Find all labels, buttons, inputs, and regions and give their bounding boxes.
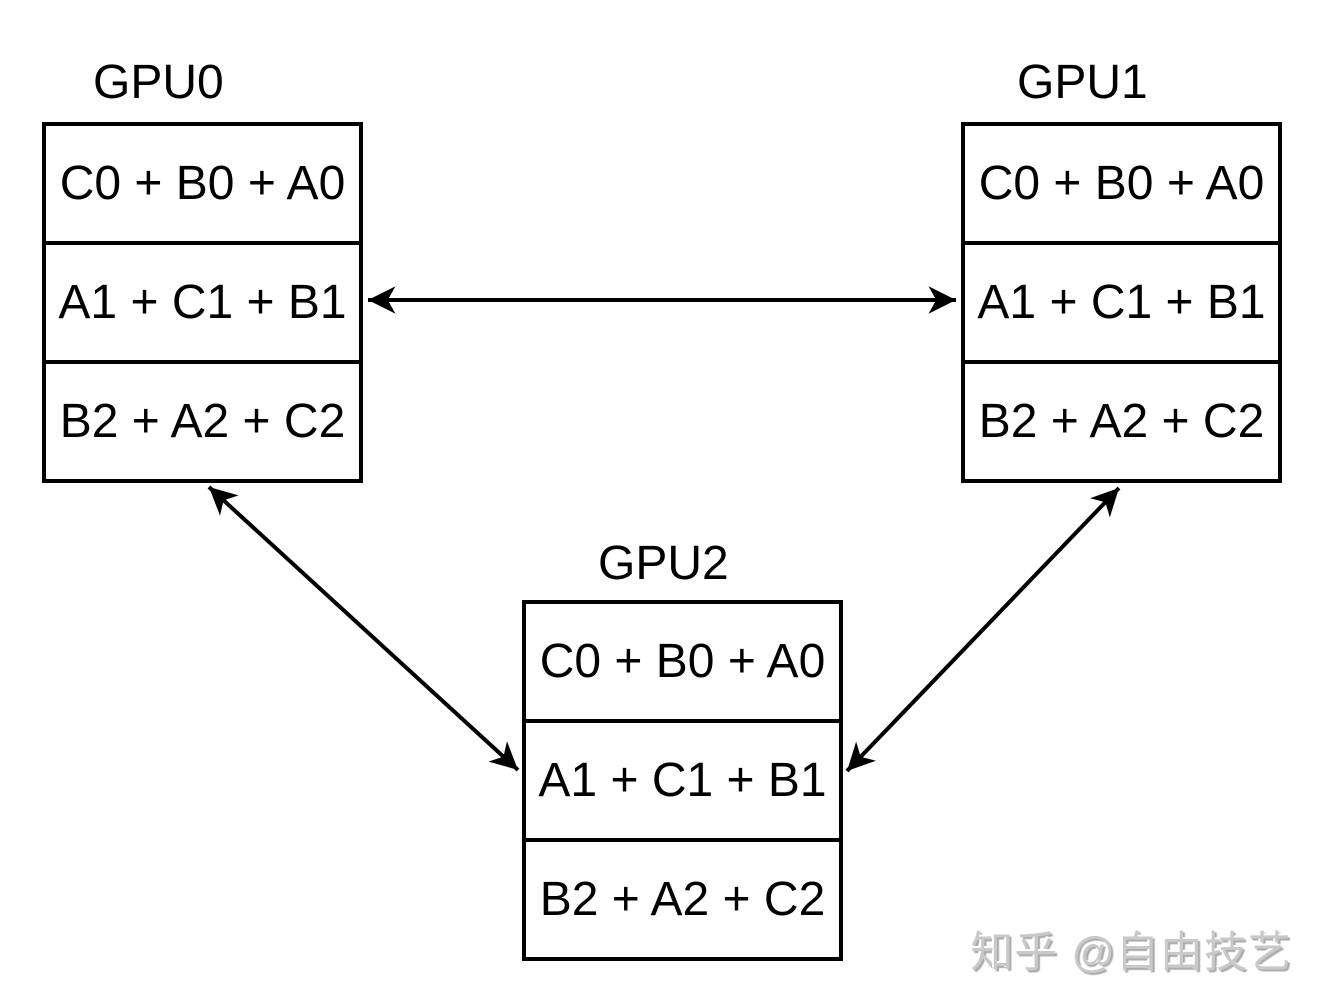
gpu1-title: GPU1 [1017,56,1148,109]
gpu1-row-0: C0 + B0 + A0 [978,157,1265,210]
gpu0-title: GPU0 [93,56,224,109]
gpu2-row-0: C0 + B0 + A0 [539,635,826,688]
gpu0-row-2: B2 + A2 + C2 [46,360,359,479]
gpu0-row-1: A1 + C1 + B1 [46,241,359,360]
gpu2-title: GPU2 [598,537,729,590]
watermark: 知乎 @自由技艺 [970,929,1292,977]
gpu1-row-2: B2 + A2 + C2 [965,360,1278,479]
gpu1-box: C0 + B0 + A0 A1 + C1 + B1 B2 + A2 + C2 [961,122,1282,483]
gpu0-row-0: C0 + B0 + A0 [59,157,346,210]
gpu0-box: C0 + B0 + A0 A1 + C1 + B1 B2 + A2 + C2 [42,122,363,483]
gpu1-row-1: A1 + C1 + B1 [965,241,1278,360]
gpu2-row-1: A1 + C1 + B1 [526,719,839,838]
gpu2-row-2: B2 + A2 + C2 [526,838,839,957]
gpu2-box: C0 + B0 + A0 A1 + C1 + B1 B2 + A2 + C2 [522,600,843,961]
arrow-gpu2-gpu1 [845,486,1121,773]
arrow-gpu0-gpu2 [207,485,520,772]
